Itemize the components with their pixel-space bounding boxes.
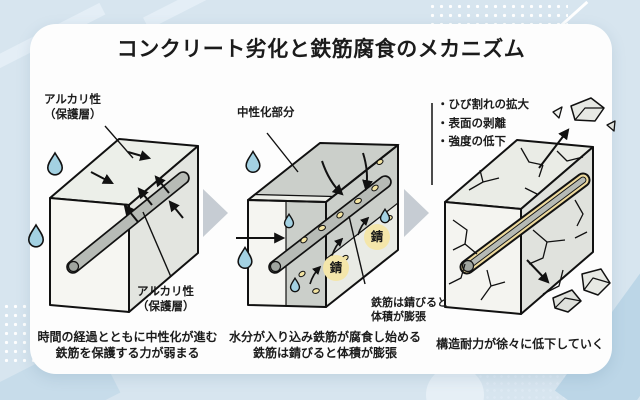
stage3-caption: 構造耐力が徐々に低下していく bbox=[436, 337, 604, 351]
stage2-caption-line1: 水分が入り込み鉄筋が腐食し始める bbox=[228, 330, 421, 344]
label-alkali-top-line1: アルカリ性 bbox=[44, 92, 102, 106]
label-alkali-bottom-line1: アルカリ性 bbox=[137, 284, 195, 298]
label-alkali-top-line2: （保護層） bbox=[44, 106, 102, 121]
stage2-illustration bbox=[236, 132, 400, 308]
penetration-arrows bbox=[236, 152, 373, 285]
stage2-caption-line2: 鉄筋は錆びると体積が膨張 bbox=[252, 346, 397, 361]
label-neutralized: 中性化部分 bbox=[237, 105, 295, 119]
rust-badge-2: 錆 bbox=[364, 224, 390, 250]
stage1-caption: 時間の経過とともに中性化が進む 鉄筋を保護する力が弱まる bbox=[25, 329, 230, 361]
label-alkali-top: アルカリ性 （保護層） bbox=[44, 92, 102, 122]
cracks bbox=[448, 147, 588, 301]
water-drop-icon bbox=[237, 150, 391, 293]
label-expansion-line1: 鉄筋は錆びると bbox=[371, 296, 448, 309]
bullet-surface-peeling: ・表面の剥離 bbox=[437, 115, 506, 130]
rebar bbox=[66, 171, 190, 274]
label-expansion-line2: 体積が膨張 bbox=[371, 310, 426, 324]
stage1-illustration bbox=[27, 125, 199, 313]
leader-lines bbox=[266, 132, 366, 285]
label-alkali-bottom-line2: （保護層） bbox=[137, 298, 195, 313]
protection-arrows bbox=[90, 150, 184, 223]
spall-arrows bbox=[526, 128, 570, 284]
stage1-caption-line2: 鉄筋を保護する力が弱まる bbox=[55, 346, 200, 361]
leader-lines bbox=[104, 125, 172, 278]
label-expansion: 鉄筋は錆びると 体積が膨張 bbox=[371, 296, 448, 325]
water-drop-icon bbox=[27, 151, 64, 248]
bullet-crack-expansion: ・ひび割れの拡大 bbox=[437, 97, 529, 111]
rust-badge-1: 錆 bbox=[323, 255, 349, 281]
label-alkali-bottom: アルカリ性 （保護層） bbox=[137, 284, 195, 314]
rebar-rusted bbox=[459, 172, 591, 275]
stage2-caption: 水分が入り込み鉄筋が腐食し始める 鉄筋は錆びると体積が膨張 bbox=[225, 329, 425, 361]
damage-bullet-list: ・ひび割れの拡大 ・表面の剥離 ・強度の低下 bbox=[437, 95, 529, 151]
spall-fragments-bottom bbox=[552, 268, 611, 313]
page-title: コンクリート劣化と鉄筋腐食のメカニズム bbox=[116, 37, 526, 61]
spall-fragments-top bbox=[552, 97, 616, 132]
bullet-strength-drop: ・強度の低下 bbox=[437, 134, 506, 149]
rebar-corroding bbox=[268, 175, 392, 274]
stage3-illustration bbox=[431, 97, 616, 315]
stage1-caption-line1: 時間の経過とともに中性化が進む bbox=[37, 330, 218, 344]
